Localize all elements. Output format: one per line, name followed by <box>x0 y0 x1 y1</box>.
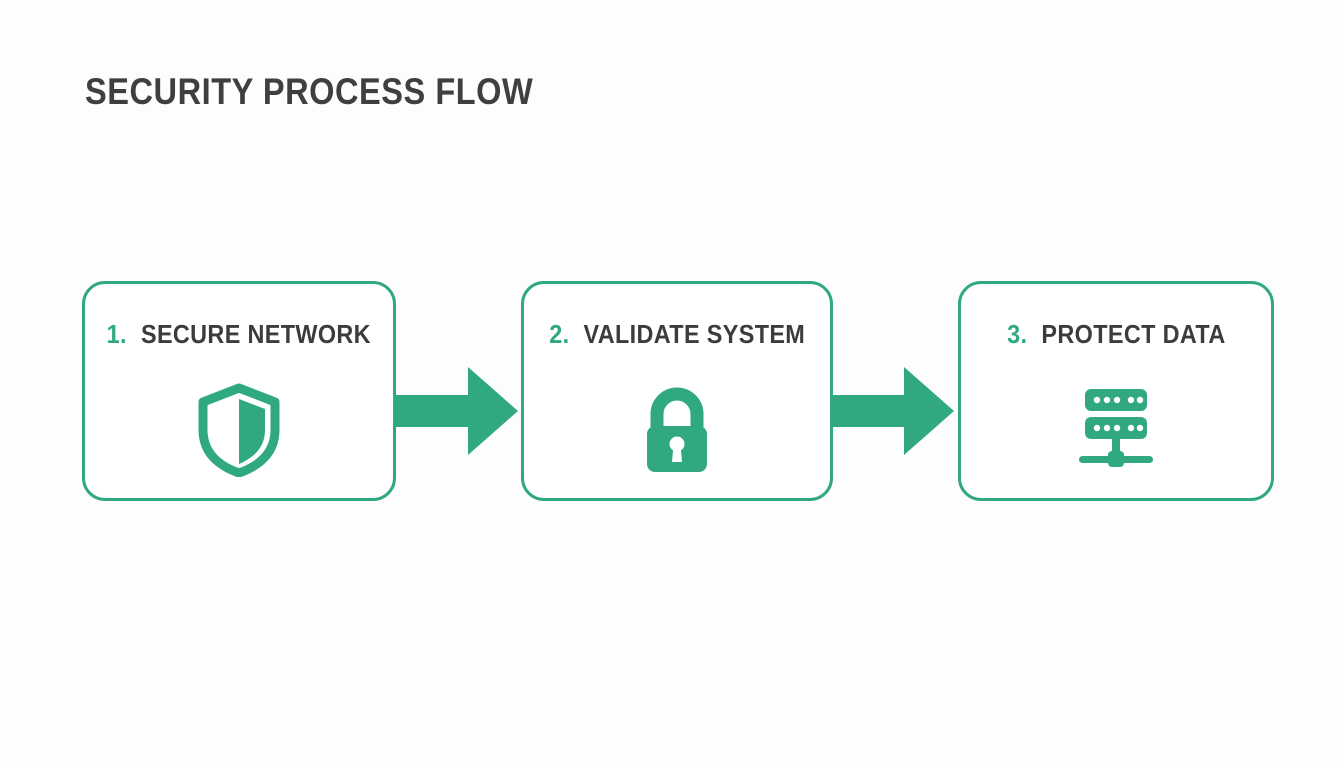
step-card-1[interactable]: 1. SECURE NETWORK <box>82 281 396 501</box>
step-card-2-number: 2. <box>549 319 570 349</box>
step-card-1-label: SECURE NETWORK <box>141 319 372 349</box>
step-card-1-number: 1. <box>106 319 128 349</box>
step-card-3[interactable]: 3. PROTECT DATA <box>958 281 1274 501</box>
arrow-right-icon <box>832 365 954 457</box>
step-card-3-heading: 3. PROTECT DATA <box>961 319 1271 349</box>
server-network-icon <box>1075 387 1157 473</box>
lock-icon <box>639 384 715 476</box>
step-card-3-icon-wrap <box>961 382 1271 478</box>
shield-icon <box>197 383 281 477</box>
process-flow-row: 1. SECURE NETWORK <box>82 281 1274 501</box>
step-card-2-heading: 2. VALIDATE SYSTEM <box>524 319 830 349</box>
step-card-1-icon-wrap <box>85 382 393 478</box>
step-card-3-label: PROTECT DATA <box>1041 319 1226 349</box>
page-title: SECURITY PROCESS FLOW <box>85 71 534 112</box>
step-card-1-heading: 1. SECURE NETWORK <box>85 319 393 349</box>
step-card-2-icon-wrap <box>524 382 830 478</box>
flow-connector-1 <box>396 365 518 457</box>
step-card-2[interactable]: 2. VALIDATE SYSTEM <box>521 281 833 501</box>
arrow-right-icon <box>396 365 518 457</box>
step-card-2-label: VALIDATE SYSTEM <box>583 319 805 349</box>
flow-connector-2 <box>832 365 954 457</box>
step-card-3-number: 3. <box>1006 319 1028 349</box>
